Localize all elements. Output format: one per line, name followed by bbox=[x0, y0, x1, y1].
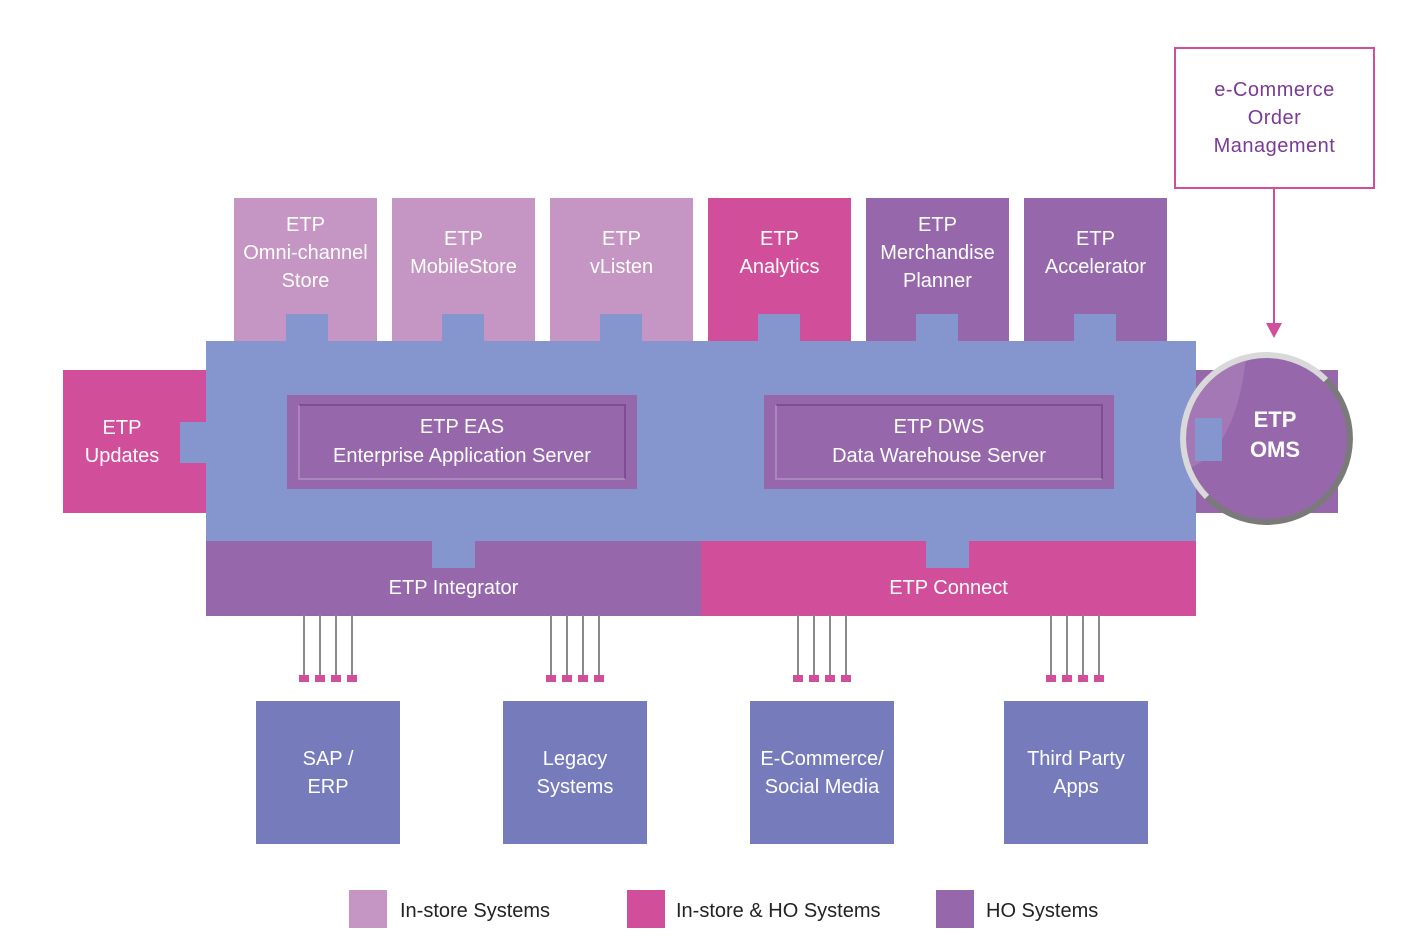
oms-ring-light bbox=[1180, 352, 1329, 500]
connector-tab bbox=[758, 314, 800, 342]
connection-wire bbox=[319, 615, 321, 676]
connection-wire bbox=[1082, 615, 1084, 676]
external-system-ecommerce-social[interactable]: E-Commerce/ Social Media bbox=[750, 701, 894, 844]
connection-wire bbox=[845, 615, 847, 676]
layer-label: ETP Connect bbox=[889, 577, 1008, 599]
external-system-label: Legacy Systems bbox=[536, 747, 614, 798]
module-label: ETP MobileStore bbox=[410, 228, 517, 278]
legend-label-in-store-and-ho: In-store & HO Systems bbox=[676, 900, 881, 922]
arrow-head-icon bbox=[1266, 323, 1282, 338]
connection-pin bbox=[315, 675, 325, 682]
connector-tab-updates bbox=[180, 422, 207, 463]
connector-tab bbox=[442, 314, 484, 342]
connection-wire bbox=[335, 615, 337, 676]
connection-pin bbox=[825, 675, 835, 682]
connection-wire bbox=[797, 615, 799, 676]
connector-tab bbox=[432, 541, 475, 568]
connector-tab bbox=[926, 541, 969, 568]
connection-wire bbox=[582, 615, 584, 676]
connector-tab-oms bbox=[1195, 418, 1222, 461]
ecommerce-order-management-label: e-Commerce Order Management bbox=[1213, 79, 1336, 157]
legend-swatch-ho bbox=[936, 890, 974, 928]
connection-wire bbox=[829, 615, 831, 676]
external-system-label: E-Commerce/ Social Media bbox=[760, 747, 884, 798]
external-system-sap-erp[interactable]: SAP / ERP bbox=[256, 701, 400, 844]
connector-tab bbox=[916, 314, 958, 342]
oms-label: ETP OMS bbox=[1249, 407, 1301, 462]
module-label: ETP Updates bbox=[84, 416, 160, 467]
module-mobilestore[interactable]: ETP MobileStore bbox=[392, 198, 535, 342]
connection-pin bbox=[841, 675, 851, 682]
server-eas[interactable]: ETP EAS Enterprise Application Server bbox=[287, 395, 637, 489]
connection-pin bbox=[546, 675, 556, 682]
ecommerce-order-management-box: e-Commerce Order Management bbox=[1174, 47, 1375, 189]
ecommerce-to-oms-arrow bbox=[1266, 188, 1282, 338]
module-merchandise-planner[interactable]: ETP Merchandise Planner bbox=[866, 198, 1009, 342]
module-omni-channel-store[interactable]: ETP Omni-channel Store bbox=[234, 198, 377, 342]
connection-wire bbox=[598, 615, 600, 676]
server-label: ETP EAS Enterprise Application Server bbox=[298, 404, 626, 480]
connection-wire bbox=[550, 615, 552, 676]
oms-circle[interactable] bbox=[1176, 348, 1358, 530]
connection-pin bbox=[1062, 675, 1072, 682]
legend-swatch-in-store-and-ho bbox=[627, 890, 665, 928]
external-system-third-party-apps[interactable]: Third Party Apps bbox=[1004, 701, 1148, 844]
server-dws[interactable]: ETP DWS Data Warehouse Server bbox=[764, 395, 1114, 489]
connection-wire bbox=[813, 615, 815, 676]
connection-pin bbox=[562, 675, 572, 682]
connection-wire bbox=[351, 615, 353, 676]
module-label: ETP Analytics bbox=[739, 228, 820, 278]
connection-wire bbox=[1098, 615, 1100, 676]
legend-swatch-in-store bbox=[349, 890, 387, 928]
connector-tab bbox=[286, 314, 328, 342]
connector-tab bbox=[1074, 314, 1116, 342]
module-label: ETP Omni-channel Store bbox=[243, 214, 368, 292]
layer-label: ETP Integrator bbox=[388, 577, 519, 599]
connection-pin bbox=[331, 675, 341, 682]
legend-label-in-store: In-store Systems bbox=[400, 900, 551, 922]
connection-pin bbox=[809, 675, 819, 682]
module-label: ETP Merchandise Planner bbox=[880, 214, 995, 292]
connector-tab bbox=[600, 314, 642, 342]
external-system-label: SAP / ERP bbox=[302, 747, 354, 798]
connection-pin bbox=[594, 675, 604, 682]
connection-wire bbox=[1050, 615, 1052, 676]
module-label: ETP Accelerator bbox=[1044, 228, 1147, 278]
connection-wire bbox=[1066, 615, 1068, 676]
connection-pin bbox=[299, 675, 309, 682]
connection-pin bbox=[578, 675, 588, 682]
connection-pin bbox=[1046, 675, 1056, 682]
server-label: ETP DWS Data Warehouse Server bbox=[775, 404, 1103, 480]
connection-pin bbox=[1094, 675, 1104, 682]
oms-ring-dark bbox=[1204, 377, 1353, 525]
connection-pin bbox=[793, 675, 803, 682]
connection-pin bbox=[347, 675, 357, 682]
connection-wire bbox=[303, 615, 305, 676]
connection-wire bbox=[566, 615, 568, 676]
module-label: ETP vListen bbox=[589, 228, 654, 278]
external-system-legacy[interactable]: Legacy Systems bbox=[503, 701, 647, 844]
connection-pin bbox=[1078, 675, 1088, 682]
legend-label-ho: HO Systems bbox=[986, 900, 1099, 922]
external-system-label: Third Party Apps bbox=[1027, 747, 1125, 798]
module-vlisten[interactable]: ETP vListen bbox=[550, 198, 693, 342]
